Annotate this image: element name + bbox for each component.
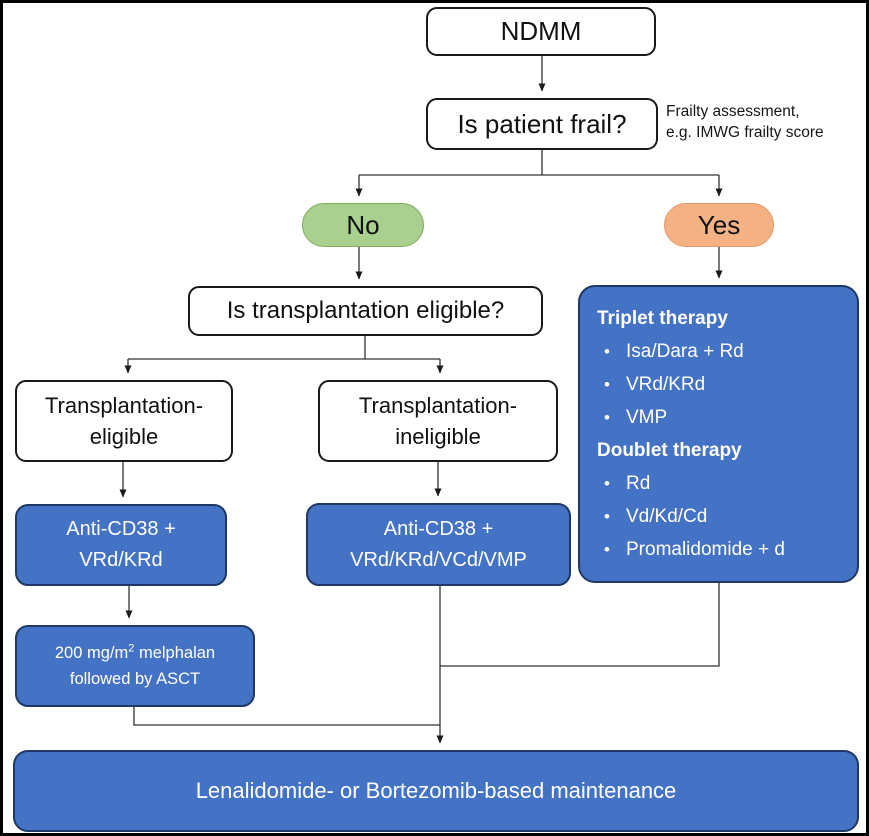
bullet-icon: • [604,375,610,394]
node-ineligible-induction-therapy: Anti-CD38 + VRd/KRd/VCd/VMP [306,503,571,586]
melphalan-line2: followed by ASCT [69,670,201,688]
doublet-item-2: Vd/Kd/Cd [626,506,708,527]
branch-no-label: No [346,209,380,240]
list-item: • Isa/Dara + Rd [597,335,744,368]
list-item: • Promalidomide + d [597,533,785,566]
melphalan-line1: 200 mg/m2 melphalan [54,642,216,662]
triplet-item-2: VRd/KRd [626,374,706,395]
node-melphalan-asct: 200 mg/m2 melphalan followed by ASCT [15,625,255,707]
node-transplant-ineligible: Transplantation- ineligible [318,380,558,462]
bullet-icon: • [604,474,610,493]
bullet-icon: • [604,342,610,361]
bullet-icon: • [604,540,610,559]
node-transplant-question: Is transplantation eligible? [188,286,543,336]
frailty-note-line1: Frailty assessment, [666,103,800,120]
doublet-item-3: Promalidomide + d [626,539,785,560]
maintenance-label: Lenalidomide- or Bortezomib-based mainte… [195,778,677,803]
bullet-icon: • [604,507,610,526]
transplant-ineligible-line2: ineligible [395,424,481,449]
frailty-note-line2: e.g. IMWG frailty score [666,124,824,141]
frailty-assessment-note: Frailty assessment, e.g. IMWG frailty sc… [666,101,866,143]
doublet-item-1: Rd [626,473,651,494]
doublet-therapy-header: Doublet therapy [597,440,742,461]
list-item: • VMP [597,401,667,434]
eligible-therapy-line1: Anti-CD38 + [66,518,176,540]
ineligible-therapy-line2: VRd/KRd/VCd/VMP [350,548,527,571]
triplet-therapy-header: Triplet therapy [597,308,728,329]
list-item: • Rd [597,467,650,500]
transplant-eligible-line2: eligible [89,424,159,449]
superscript-2: 2 [128,642,135,655]
branch-no-pill: No [302,203,424,247]
node-maintenance: Lenalidomide- or Bortezomib-based mainte… [13,750,859,832]
node-frail-question: Is patient frail? [426,98,658,150]
triplet-item-1: Isa/Dara + Rd [626,341,744,362]
bullet-icon: • [604,408,610,427]
ineligible-therapy-line1: Anti-CD38 + [383,517,494,540]
transplant-question-label: Is transplantation eligible? [226,297,505,324]
node-ndmm: NDMM [426,7,656,56]
node-frail-therapy-options: Triplet therapy • Isa/Dara + Rd • VRd/KR… [578,285,859,583]
eligible-therapy-line2: VRd/KRd [79,549,163,571]
branch-yes-pill: Yes [664,203,774,247]
node-eligible-induction-therapy: Anti-CD38 + VRd/KRd [15,504,227,586]
triplet-item-3: VMP [626,407,668,428]
list-item: • VRd/KRd [597,368,705,401]
list-item: • Vd/Kd/Cd [597,500,707,533]
node-transplant-eligible: Transplantation- eligible [15,380,233,462]
connector-lines [119,56,723,744]
transplant-ineligible-line1: Transplantation- [358,393,518,418]
ndmm-label: NDMM [500,16,582,46]
transplant-eligible-line1: Transplantation- [44,393,204,418]
branch-yes-label: Yes [697,209,741,240]
frail-question-label: Is patient frail? [457,108,627,139]
